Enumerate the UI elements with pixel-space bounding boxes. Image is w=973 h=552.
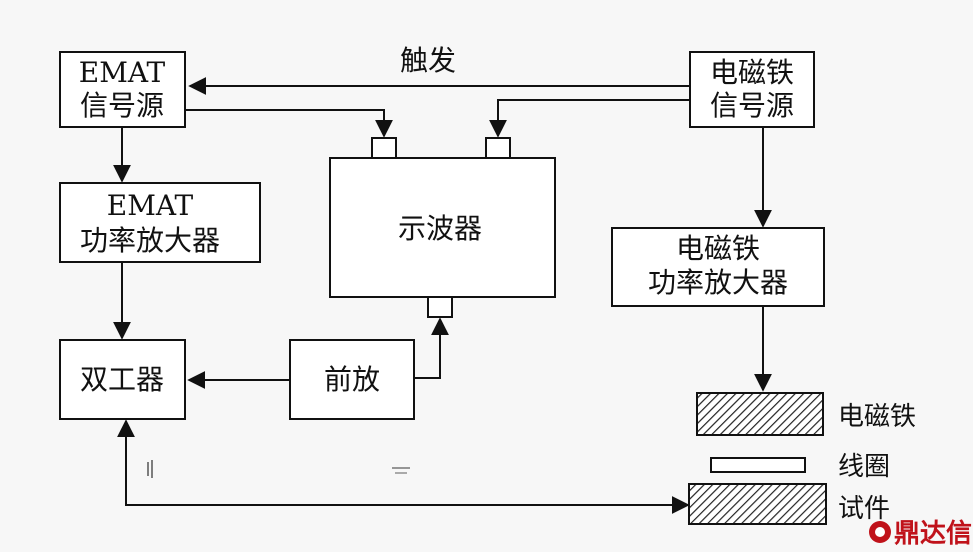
oscilloscope-box	[329, 157, 556, 298]
watermark-logo: 鼎达信	[869, 519, 972, 549]
oscilloscope-input-port-1	[371, 137, 397, 159]
specimen-label: 试件	[838, 494, 890, 524]
wire-preamp-to-scope	[414, 317, 449, 379]
specimen-hatched-bar	[688, 483, 827, 525]
magnet-signal-source-line1: 电磁铁	[710, 56, 794, 89]
magnet-power-amplifier-line2: 功率放大器	[648, 266, 788, 299]
oscilloscope-input-port-2	[485, 137, 511, 159]
ground-symbol	[392, 467, 410, 474]
preamp-box	[289, 339, 415, 420]
emat-signal-source-box	[59, 51, 186, 128]
preamp-block: 前放	[289, 339, 415, 420]
watermark-text: 鼎达信	[894, 519, 972, 549]
wire-emat-source-to-scope	[185, 109, 393, 138]
emat-power-amplifier-line1: EMAT	[107, 189, 194, 222]
coil-label: 线圈	[838, 452, 890, 482]
duplexer-block: 双工器	[59, 339, 186, 420]
duplexer-box	[59, 339, 186, 420]
emat-signal-source-block: EMAT 信号源	[59, 51, 186, 128]
emat-signal-source-line1: EMAT	[79, 56, 166, 89]
magnet-power-amplifier-line1: 电磁铁	[676, 232, 760, 265]
trigger-label: 触发	[400, 44, 456, 77]
duplexer-label: 双工器	[80, 363, 164, 396]
preamp-label: 前放	[324, 363, 380, 396]
emat-power-amplifier-line2: 功率放大器	[80, 224, 220, 257]
oscilloscope-label: 示波器	[398, 212, 482, 245]
electromagnet-hatched-bar	[696, 392, 824, 436]
oscilloscope-input-port-3	[427, 296, 453, 318]
wire-duplexer-to-specimen	[117, 419, 690, 514]
stray-mark-left	[147, 460, 153, 478]
emat-power-amplifier-box	[59, 182, 261, 263]
emat-signal-source-line2: 信号源	[80, 89, 164, 122]
wire-magnet-source-to-scope	[489, 99, 690, 138]
magnet-power-amplifier-block: 电磁铁 功率放大器	[611, 227, 825, 307]
magnet-power-amplifier-box	[611, 227, 825, 307]
magnet-signal-source-block: 电磁铁 信号源	[689, 51, 815, 128]
oscilloscope-block: 示波器	[329, 137, 556, 318]
coil-bar	[710, 457, 806, 473]
electromagnet-label: 电磁铁	[838, 402, 916, 432]
magnet-signal-source-line2: 信号源	[710, 89, 794, 122]
emat-power-amplifier-block: EMAT 功率放大器	[59, 182, 261, 263]
magnet-signal-source-box	[689, 51, 815, 128]
